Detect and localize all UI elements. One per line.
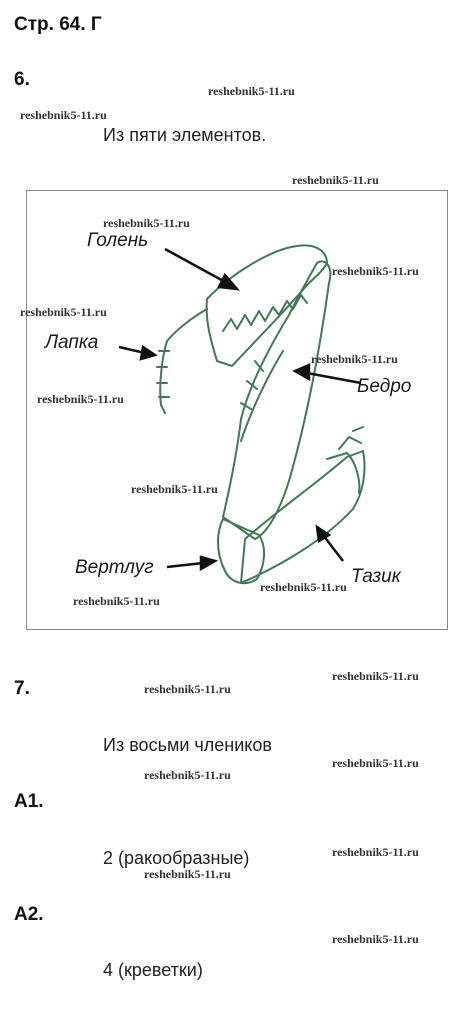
arrowhead-trochanter	[199, 555, 219, 572]
leg-drawing	[156, 244, 366, 585]
page-header: Стр. 64. Г	[14, 14, 102, 35]
coxa-lines	[326, 426, 364, 494]
question-7-number: 7.	[14, 678, 30, 699]
question-6-number: 6.	[14, 69, 30, 90]
a2-answer: 4 (креветки)	[103, 960, 203, 980]
label-tarsus: Лапка	[43, 332, 98, 353]
femur-shape	[222, 260, 332, 540]
arrow-trochanter	[166, 561, 204, 569]
tibia-shape	[205, 244, 328, 367]
label-tibia: Голень	[87, 230, 148, 251]
label-coxa: Тазик	[351, 566, 402, 587]
arrowhead-coxa	[315, 524, 332, 544]
watermark: reshebnik5-11.ru	[311, 352, 398, 366]
watermark: reshebnik5-11.ru	[20, 108, 107, 122]
watermark: reshebnik5-11.ru	[332, 932, 419, 946]
insect-leg-figure: Голень Лапка Бедро Вертлуг Тазик	[26, 190, 448, 630]
watermark: reshebnik5-11.ru	[103, 216, 190, 230]
watermark: reshebnik5-11.ru	[131, 482, 218, 496]
arrow-tibia	[164, 247, 228, 285]
watermark: reshebnik5-11.ru	[73, 594, 160, 608]
label-femur: Бедро	[357, 376, 411, 397]
a1-answer: 2 (ракообразные)	[103, 848, 250, 868]
femur-lines	[240, 350, 284, 442]
watermark: reshebnik5-11.ru	[144, 867, 231, 881]
watermark: reshebnik5-11.ru	[332, 756, 419, 770]
arrowhead-tibia	[217, 272, 241, 291]
watermark: reshebnik5-11.ru	[37, 392, 124, 406]
label-trochanter: Вертлуг	[75, 557, 154, 578]
coxa-shape	[240, 450, 366, 584]
watermark: reshebnik5-11.ru	[144, 768, 231, 782]
watermark: reshebnik5-11.ru	[292, 173, 379, 187]
watermark: reshebnik5-11.ru	[332, 669, 419, 683]
arrow-femur	[306, 371, 362, 385]
arrowhead-tarsus	[139, 344, 158, 361]
question-6-answer: Из пяти элементов.	[103, 125, 267, 145]
pointer-arrows	[118, 247, 362, 572]
watermark: reshebnik5-11.ru	[144, 682, 231, 696]
a1-number: А1.	[14, 791, 44, 812]
tarsus-segments	[156, 350, 170, 398]
watermark: reshebnik5-11.ru	[332, 845, 419, 859]
arrow-tarsus	[118, 345, 146, 355]
watermark: reshebnik5-11.ru	[208, 84, 295, 98]
question-7-answer: Из восьми члеников	[103, 735, 272, 755]
watermark: reshebnik5-11.ru	[260, 580, 347, 594]
tarsus-shape	[159, 308, 208, 414]
arrow-coxa	[322, 534, 344, 562]
a2-number: А2.	[14, 904, 44, 925]
watermark: reshebnik5-11.ru	[20, 305, 107, 319]
insect-leg-diagram: Голень Лапка Бедро Вертлуг Тазик	[43, 230, 411, 587]
watermark: reshebnik5-11.ru	[332, 264, 419, 278]
arrowhead-femur	[292, 363, 311, 382]
